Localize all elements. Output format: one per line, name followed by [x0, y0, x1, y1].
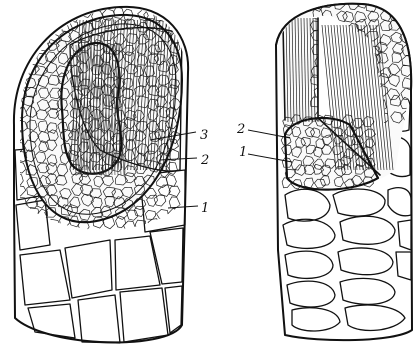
- right-cylinder-drawing: [276, 0, 416, 340]
- label-right-1: 1: [239, 145, 247, 160]
- left-cross-section: [12, 7, 183, 232]
- left-cylinder-drawing: [12, 7, 188, 343]
- label-right-2: 2: [236, 122, 245, 137]
- label-left-1: 1: [201, 201, 209, 216]
- label-left-3: 3: [200, 128, 208, 143]
- label-left-2: 2: [200, 153, 209, 168]
